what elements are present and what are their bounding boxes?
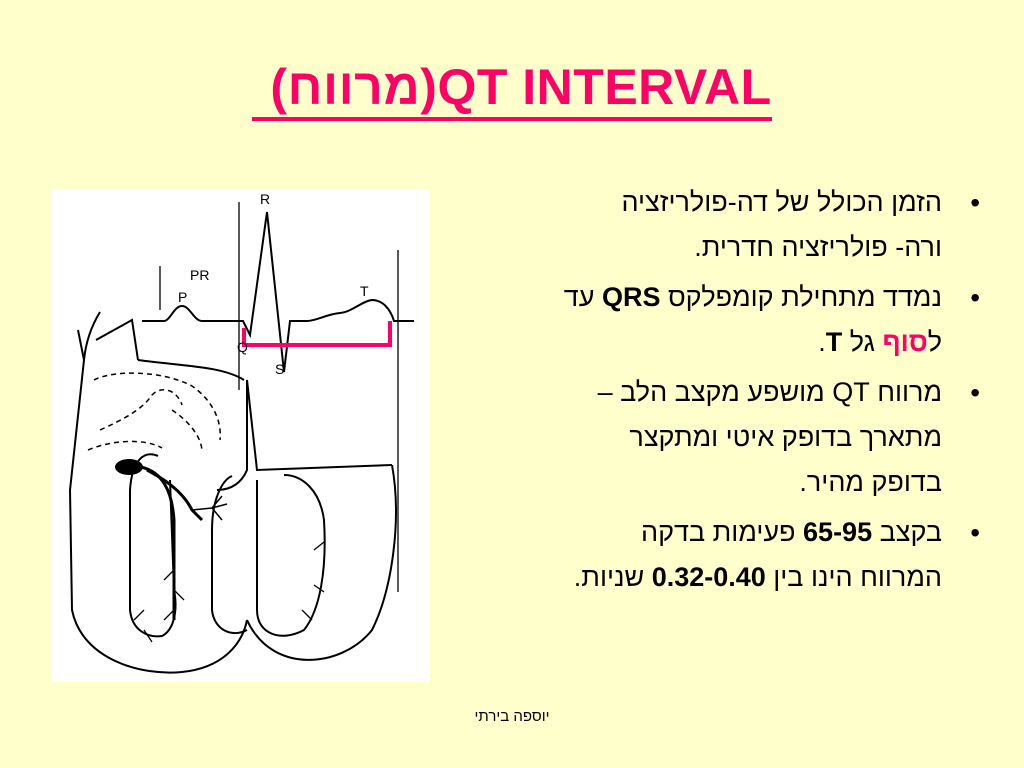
wave-label-r: R xyxy=(260,191,270,207)
bullet-line: מרווח QT מושפע מקצב הלב – xyxy=(597,377,942,407)
bullet-line: בקצב 65-95 פעימות בדקה xyxy=(440,510,942,555)
bullet-item: בקצב 65-95 פעימות בדקה המרווח הינו בין 0… xyxy=(440,510,980,600)
atria-dashed-lines xyxy=(87,372,221,453)
heart-ecg-diagram: R PR P T Q S xyxy=(68,191,414,674)
text-segment: המרווח הינו בין xyxy=(765,562,942,592)
text-segment: עד xyxy=(563,282,602,312)
bullet-item: מרווח QT מושפע מקצב הלב – מתארך בדופק אי… xyxy=(440,370,980,505)
bullet-line: בדופק מהיר. xyxy=(799,467,942,497)
t-wave-term: T xyxy=(825,327,843,357)
conduction-system xyxy=(115,459,325,643)
slide-footer: יוספה בירתי xyxy=(474,708,550,725)
qt-range: 0.32-0.40 xyxy=(651,562,766,592)
wave-label-t: T xyxy=(360,283,369,299)
ecg-trace xyxy=(142,211,414,373)
heart-outline xyxy=(68,311,397,674)
text-segment: פעימות בדקה xyxy=(641,517,804,547)
bullet-line: מתארך בדופק איטי ומתקצר xyxy=(629,422,942,452)
text-segment: . xyxy=(818,327,826,357)
wave-label-s: S xyxy=(275,361,284,377)
bullet-line: לסוף גל T. xyxy=(440,320,942,365)
heart-rate-range: 65-95 xyxy=(803,517,873,547)
text-segment: שניות. xyxy=(573,562,652,592)
wave-label-p: P xyxy=(178,289,187,305)
heart-ecg-figure: R PR P T Q S xyxy=(52,190,430,682)
text-segment: בקצב xyxy=(872,517,942,547)
title-english: QT INTERVAL xyxy=(437,59,772,115)
text-segment: גל xyxy=(842,327,883,357)
text-segment: נמדד מתחילת קומפלקס xyxy=(660,282,942,312)
bullet-line: ורה- פולריזציה חדרית. xyxy=(694,232,942,262)
qrs-term: QRS xyxy=(601,282,661,312)
title-underline: (מרווח)QT INTERVAL xyxy=(252,59,772,121)
bullet-line: המרווח הינו בין 0.32-0.40 שניות. xyxy=(440,555,942,600)
bullet-item: הזמן הכולל של דה-פולריזציה ורה- פולריזצי… xyxy=(440,180,980,270)
slide-title: (מרווח)QT INTERVAL xyxy=(0,58,1024,121)
qt-bracket xyxy=(242,321,392,347)
wave-label-q: Q xyxy=(237,339,248,355)
text-segment: ל xyxy=(927,327,942,357)
bullet-line: נמדד מתחילת קומפלקס QRS עד xyxy=(440,275,942,320)
wave-label-pr: PR xyxy=(190,267,209,283)
bullet-list: הזמן הכולל של דה-פולריזציה ורה- פולריזצי… xyxy=(440,180,980,605)
title-hebrew: (מרווח) xyxy=(270,59,438,115)
bullet-line: הזמן הכולל של דה-פולריזציה xyxy=(621,187,942,217)
end-term: סוף xyxy=(882,327,928,357)
bullet-item: נמדד מתחילת קומפלקס QRS עד לסוף גל T. xyxy=(440,275,980,365)
